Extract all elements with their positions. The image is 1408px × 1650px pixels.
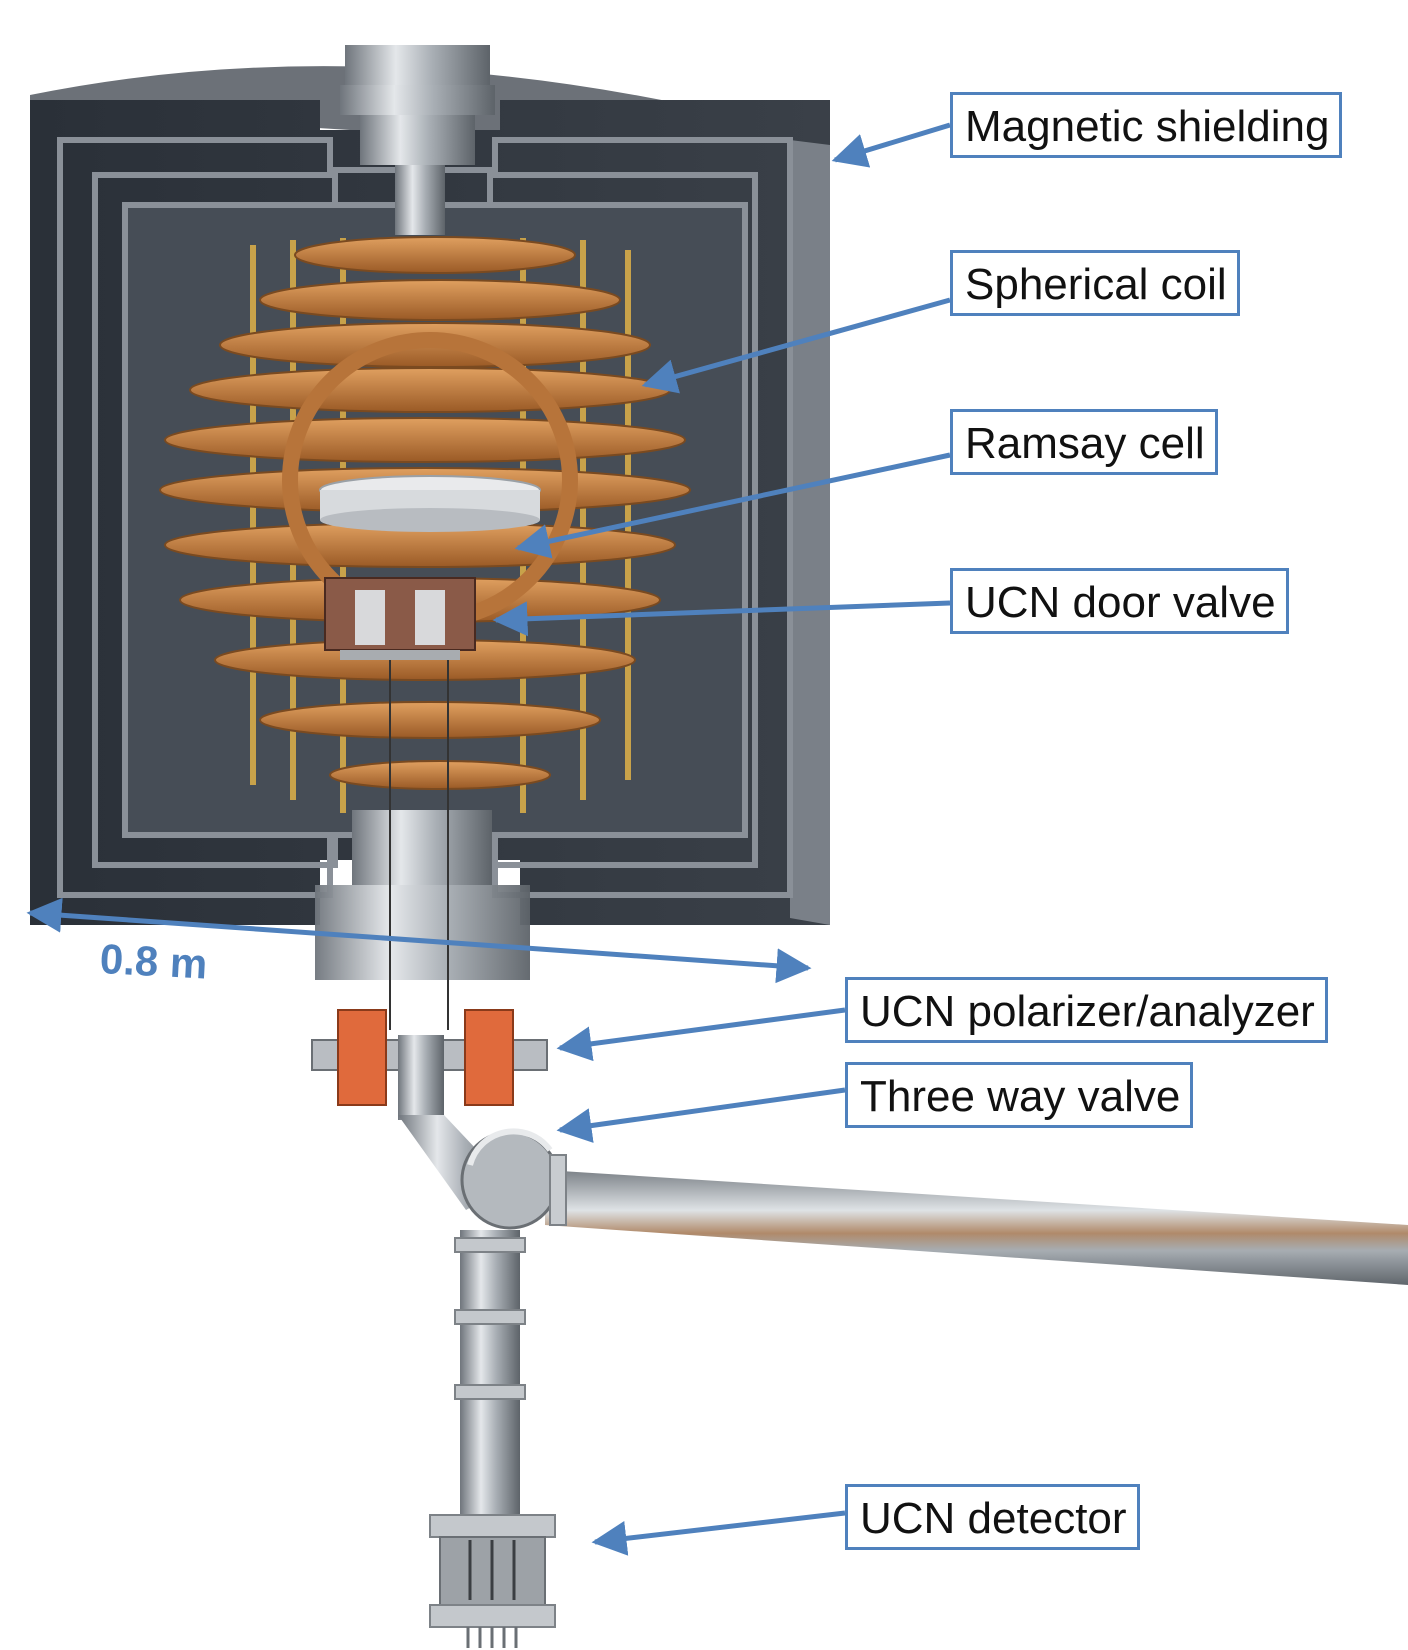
- ramsay-cell: [319, 475, 541, 532]
- arrow-polarizer: [556, 1007, 846, 1062]
- scale-arrow: [26, 897, 812, 984]
- top-neck-tube: [340, 45, 495, 235]
- arrow-door-valve: [492, 600, 951, 637]
- arrow-spherical-coil: [641, 297, 951, 394]
- arrow-ramsay-cell: [514, 452, 951, 559]
- guide-pipes: [398, 1035, 1408, 1520]
- callout-detector: UCN detector: [845, 1484, 1140, 1550]
- callout-spherical-coil: Spherical coil: [950, 250, 1240, 316]
- arrow-magnetic-shielding: [831, 122, 951, 168]
- arrow-detector: [591, 1510, 846, 1556]
- callout-polarizer: UCN polarizer/analyzer: [845, 977, 1328, 1043]
- three-way-valve: [460, 1128, 567, 1230]
- door-valve: [324, 577, 476, 660]
- callout-ramsay-cell: Ramsay cell: [950, 409, 1218, 475]
- scale-label: 0.8 m: [98, 935, 209, 988]
- callout-door-valve: UCN door valve: [950, 568, 1289, 634]
- callout-arrows: [492, 122, 951, 1556]
- ucn-detector: [429, 1514, 556, 1648]
- callout-three-way-valve: Three way valve: [845, 1062, 1194, 1128]
- arrow-three-way-valve: [556, 1087, 846, 1143]
- callout-magnetic-shielding: Magnetic shielding: [950, 92, 1343, 158]
